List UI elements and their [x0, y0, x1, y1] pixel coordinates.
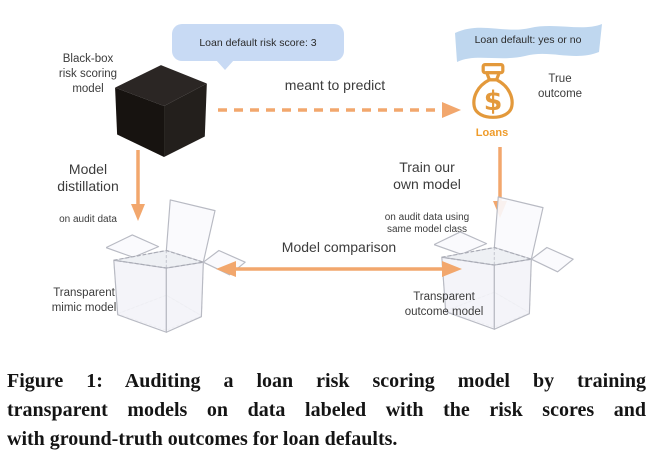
true-outcome-label: True outcome [537, 73, 583, 100]
caption-line-3: with ground-truth outcomes for loan defa… [7, 428, 398, 450]
double-arrow-icon [216, 261, 462, 277]
loans-label: Loans [475, 127, 509, 139]
audit-diagram: Loan default risk score: 3 Loan default:… [36, 19, 606, 333]
mimic-model-label: Transparent mimic model [51, 287, 117, 314]
distillation-label: Model distillation on audit data [36, 143, 140, 244]
money-bag-icon: $ [472, 63, 514, 119]
train-model-label: Train our own model on audit data using … [366, 141, 488, 254]
meant-to-predict-label: meant to predict [284, 77, 386, 93]
train-model-subtitle: on audit data using same model class [384, 212, 470, 235]
dollar-sign: $ [484, 86, 503, 117]
outcome-model-label: Transparent outcome model [404, 291, 484, 318]
risk-score-callout-text: Loan default risk score: 3 [199, 36, 317, 49]
comparison-label: Model comparison [281, 239, 397, 255]
outcome-banner: Loan default: yes or no [450, 19, 606, 61]
distillation-title: Model distillation [57, 161, 119, 194]
train-model-title: Train our own model [393, 159, 461, 192]
open-box-mimic-icon [106, 199, 246, 333]
dashed-arrow-icon [218, 102, 461, 118]
figure-caption: Figure 1: Auditing a loan risk scoring m… [7, 367, 646, 454]
black-box-cube-icon [115, 65, 207, 157]
risk-score-callout: Loan default risk score: 3 [172, 24, 344, 70]
blackbox-label: Black-box risk scoring model [58, 53, 118, 95]
caption-line-2: transparent models on data labeled with … [7, 399, 646, 421]
open-box-outcome-icon [434, 196, 574, 330]
outcome-banner-text: Loan default: yes or no [474, 34, 582, 46]
outcome-banner-shape [455, 24, 602, 62]
distillation-subtitle: on audit data [59, 214, 117, 225]
down-arrow-left-icon [131, 150, 145, 221]
caption-line-1: Figure 1: Auditing a loan risk scoring m… [7, 370, 646, 392]
